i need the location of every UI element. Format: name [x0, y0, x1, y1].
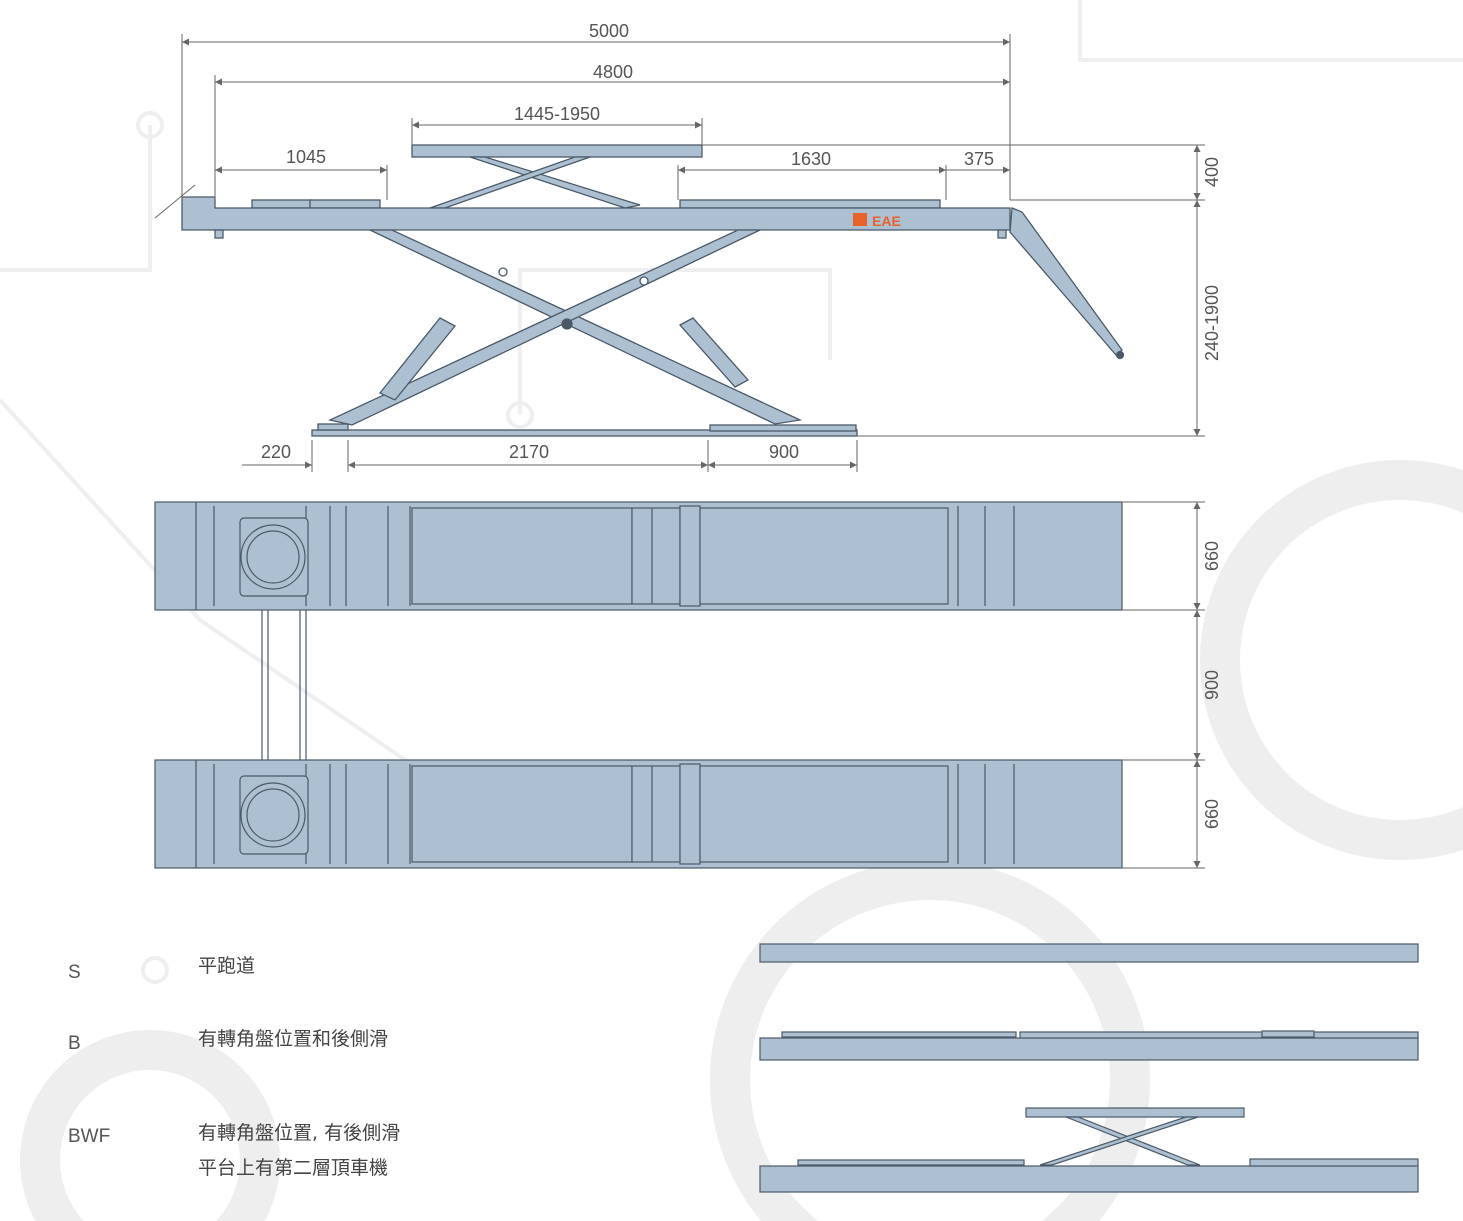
top-view	[154, 501, 1123, 869]
legend-desc-bwf-line2: 平台上有第二層頂車機	[198, 1157, 389, 1179]
dim-total-length: 5000	[589, 21, 629, 41]
background-gear-watermark	[20, 460, 1463, 1221]
legend-desc-s: 平跑道	[198, 955, 256, 977]
legend-desc-b: 有轉角盤位置和後側滑	[198, 1028, 389, 1050]
base-plate	[311, 429, 858, 437]
dim-platform-width-top: 660	[1202, 541, 1222, 571]
second-jack-platform	[411, 144, 703, 158]
main-scissor-arm	[369, 229, 803, 425]
jack-scissor-arm	[469, 156, 641, 209]
legend-desc-bwf-line1: 有轉角盤位置, 有後側滑	[198, 1122, 401, 1144]
dim-lift-height: 240-1900	[1202, 285, 1222, 361]
eae-logo-mark	[853, 213, 867, 226]
dim-gap-width: 900	[1202, 670, 1222, 700]
variant-b-drawing	[759, 1030, 1419, 1061]
dim-rear-slide: 1630	[791, 149, 831, 169]
variant-s-drawing	[759, 943, 1419, 963]
dim-jack-length: 1445-1950	[514, 104, 600, 124]
hydraulic-cylinder	[678, 317, 750, 388]
variant-bwf-drawing	[759, 1107, 1419, 1193]
ramp	[1009, 207, 1123, 356]
dim-platform-width-bottom: 660	[1202, 799, 1222, 829]
eae-logo-text: EAE	[872, 213, 901, 229]
legend-code-s: S	[68, 962, 81, 983]
dim-base-mid: 2170	[509, 442, 549, 462]
dim-base-rear: 900	[769, 442, 799, 462]
dim-jack-height: 400	[1202, 157, 1222, 187]
main-scissor-arm	[328, 229, 761, 426]
dim-platform-length: 4800	[593, 62, 633, 82]
side-view	[181, 144, 1125, 437]
dim-base-front: 220	[261, 442, 291, 462]
legend-code-bwf: BWF	[68, 1126, 111, 1147]
dim-rear-tail: 375	[964, 149, 994, 169]
legend-code-b: B	[68, 1033, 81, 1054]
hydraulic-cylinder	[378, 317, 457, 401]
dim-front-slide: 1045	[286, 147, 326, 167]
